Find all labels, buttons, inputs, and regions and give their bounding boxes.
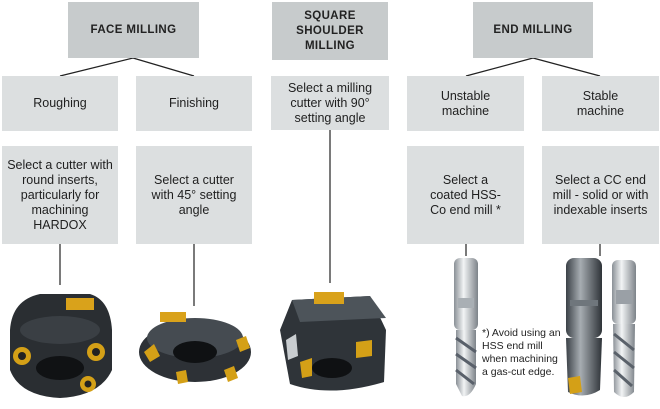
square-insert [236,336,250,352]
stable-advice-box: Select a CC end mill - solid or with ind… [542,146,659,244]
end-milling-header: END MILLING [473,2,593,58]
solid-carbide-end-mill-image [612,260,636,397]
roughing-box: Roughing [2,76,118,131]
finishing-box: Finishing [136,76,252,131]
finishing-advice: Select a cutter with 45° setting angle [151,172,237,217]
90-degree-cutter-image [280,292,386,391]
45-degree-cutter-image [139,312,251,384]
face-milling-title: FACE MILLING [90,23,177,36]
square-insert [144,344,160,362]
finishing-advice-box: Select a cutter with 45° setting angle [136,146,252,244]
square-shoulder-advice: Select a milling cutter with 90° setting… [287,80,373,125]
square-insert [224,366,238,382]
roughing-label: Roughing [33,96,87,110]
hss-end-mill-image [454,258,478,397]
unstable-label: Unstable machine [440,88,491,118]
indexable-end-mill-image [566,258,602,396]
square-insert [568,376,582,394]
face-milling-header: FACE MILLING [68,2,199,58]
stable-advice: Select a CC end mill - solid or with ind… [552,172,649,217]
unstable-box: Unstable machine [407,76,524,131]
unstable-advice: Select a coated HSS-Co end mill * [430,172,501,217]
square-shoulder-header: SQUARE SHOULDER MILLING [272,2,388,60]
round-insert-cutter-image [10,294,112,398]
unstable-advice-box: Select a coated HSS-Co end mill * [407,146,524,244]
stable-box: Stable machine [542,76,659,131]
square-shoulder-advice-box: Select a milling cutter with 90° setting… [271,76,389,130]
square-insert [286,334,298,360]
roughing-advice-box: Select a cutter with round inserts, part… [2,146,118,244]
brand-label [160,312,186,322]
stable-label: Stable machine [576,88,625,118]
square-insert [176,370,188,384]
end-milling-title: END MILLING [493,23,573,36]
end-mill-footnote: *) Avoid using an HSS end mill when mach… [482,327,561,378]
finishing-label: Finishing [168,96,220,110]
brand-label [66,298,94,310]
roughing-advice: Select a cutter with round inserts, part… [7,157,113,232]
brand-label [314,292,344,304]
square-insert [356,340,372,358]
square-shoulder-title: SQUARE SHOULDER MILLING [296,9,364,52]
square-insert [300,358,312,378]
